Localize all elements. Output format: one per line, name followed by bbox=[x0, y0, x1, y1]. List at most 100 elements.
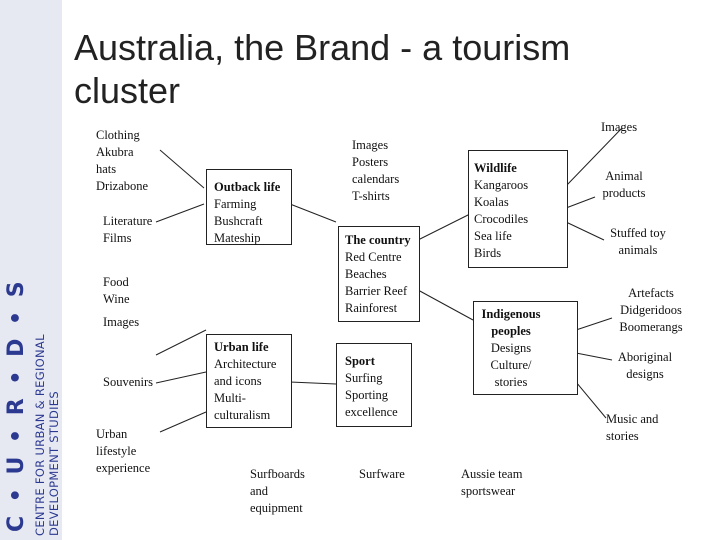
line-urban-lifestyle bbox=[159, 411, 207, 433]
line-country-indigenous bbox=[417, 289, 474, 321]
barrier-reef-label: Barrier Reef bbox=[345, 284, 408, 298]
line-outback-country bbox=[289, 203, 337, 223]
food-node: Food Wine bbox=[103, 274, 130, 308]
country-node: The country Red Centre Beaches Barrier R… bbox=[345, 232, 411, 317]
images-right-label: Images bbox=[601, 120, 638, 134]
line-literature-outback bbox=[155, 203, 205, 223]
line-wildlife-animal bbox=[565, 196, 596, 209]
wildlife-heading: Wildlife bbox=[474, 161, 517, 175]
peoples-heading: peoples bbox=[491, 324, 531, 338]
architecture-label: Architecture bbox=[214, 357, 277, 371]
literature-label: Literature bbox=[103, 214, 153, 228]
hats-label: hats bbox=[96, 162, 117, 176]
kangaroos-label: Kangaroos bbox=[474, 178, 529, 192]
stories-label: stories bbox=[494, 375, 528, 389]
designs-right-label: designs bbox=[626, 367, 664, 381]
designs-label: Designs bbox=[490, 341, 532, 355]
images-left-label: Images bbox=[103, 315, 140, 329]
experience-label: experience bbox=[96, 461, 151, 475]
birds-label: Birds bbox=[474, 246, 502, 260]
crocodiles-label: Crocodiles bbox=[474, 212, 529, 226]
outback-life-heading: Outback life bbox=[214, 180, 281, 194]
boomerangs-label: Boomerangs bbox=[619, 320, 683, 334]
aboriginal-label: Aboriginal bbox=[617, 350, 673, 364]
lifestyle-label: lifestyle bbox=[96, 444, 137, 458]
outback-life-node: Outback life Farming Bushcraft Mateship bbox=[214, 179, 280, 247]
red-centre-label: Red Centre bbox=[345, 250, 402, 264]
and-label: and bbox=[250, 484, 269, 498]
music-and-label: Music and bbox=[606, 412, 659, 426]
artefacts-node: Artefacts Didgeridoos Boomerangs bbox=[612, 285, 690, 336]
calendars-label: calendars bbox=[352, 172, 400, 186]
music-stories-node: Music and stories bbox=[606, 411, 658, 445]
excellence-label: excellence bbox=[345, 405, 398, 419]
wildlife-box bbox=[468, 150, 568, 268]
surfboards-node: Surfboards and equipment bbox=[250, 466, 305, 517]
posters-label: Posters bbox=[352, 155, 389, 169]
koalas-label: Koalas bbox=[474, 195, 509, 209]
didgeridoos-label: Didgeridoos bbox=[620, 303, 682, 317]
souvenirs-node: Souvenirs bbox=[103, 374, 153, 391]
animal-products-node: Animal products bbox=[598, 168, 650, 202]
outback-life-box bbox=[206, 169, 292, 245]
sport-node: Sport Surfing Sporting excellence bbox=[345, 353, 398, 421]
akubra-label: Akubra bbox=[96, 145, 134, 159]
sport-box bbox=[336, 343, 412, 427]
mateship-label: Mateship bbox=[214, 231, 261, 245]
culture-label: Culture/ bbox=[490, 358, 532, 372]
sporting-label: Sporting bbox=[345, 388, 389, 402]
images-left-node: Images bbox=[103, 314, 139, 331]
sea-life-label: Sea life bbox=[474, 229, 512, 243]
line-indigenous-artefacts bbox=[575, 317, 613, 331]
stuffed-toy-node: Stuffed toy animals bbox=[602, 225, 674, 259]
food-label: Food bbox=[103, 275, 129, 289]
wildlife-node: Wildlife Kangaroos Koalas Crocodiles Sea… bbox=[474, 160, 528, 262]
urban-lifestyle-node: Urban lifestyle experience bbox=[96, 426, 150, 477]
page-title: Australia, the Brand - a tourism cluster bbox=[74, 27, 571, 111]
line-wildlife-stuffed bbox=[565, 221, 605, 241]
images-right-node: Images bbox=[601, 119, 637, 136]
line-images-urban bbox=[155, 329, 207, 356]
surfboards-label: Surfboards bbox=[250, 467, 305, 481]
products-label: products bbox=[602, 186, 646, 200]
sportswear-label: sportswear bbox=[461, 484, 516, 498]
images-posters-node: Images Posters calendars T-shirts bbox=[352, 137, 399, 205]
line-souvenirs-urban bbox=[155, 371, 207, 384]
aussie-team-node: Aussie team sportswear bbox=[461, 466, 522, 500]
country-heading: The country bbox=[345, 233, 411, 247]
stuffed-toy-label: Stuffed toy bbox=[610, 226, 666, 240]
line-clothing-outback bbox=[159, 149, 205, 189]
clothing-label: Clothing bbox=[96, 128, 140, 142]
line-country-wildlife bbox=[417, 213, 471, 241]
urban-life-heading: Urban life bbox=[214, 340, 269, 354]
farming-label: Farming bbox=[214, 197, 257, 211]
sidebar-band bbox=[0, 0, 62, 540]
tshirts-label: T-shirts bbox=[352, 189, 390, 203]
animals-label: animals bbox=[618, 243, 658, 257]
souvenirs-label: Souvenirs bbox=[103, 375, 153, 389]
urban-label: Urban bbox=[96, 427, 128, 441]
line-indigenous-aboriginal bbox=[575, 352, 613, 361]
aboriginal-designs-node: Aboriginal designs bbox=[612, 349, 678, 383]
multi-label: Multi- bbox=[214, 391, 246, 405]
urban-life-node: Urban life Architecture and icons Multi-… bbox=[214, 339, 276, 424]
and-icons-label: and icons bbox=[214, 374, 262, 388]
surfware-label: Surfware bbox=[359, 467, 405, 481]
music-stories-label: stories bbox=[606, 429, 639, 443]
equipment-label: equipment bbox=[250, 501, 303, 515]
surfware-node: Surfware bbox=[359, 466, 405, 483]
literature-node: Literature Films bbox=[103, 213, 152, 247]
indigenous-box bbox=[473, 301, 578, 395]
rainforest-label: Rainforest bbox=[345, 301, 398, 315]
artefacts-label: Artefacts bbox=[628, 286, 674, 300]
wine-label: Wine bbox=[103, 292, 130, 306]
images-center-label: Images bbox=[352, 138, 389, 152]
animal-label: Animal bbox=[605, 169, 643, 183]
indigenous-node: Indigenous peoples Designs Culture/ stor… bbox=[476, 306, 546, 391]
culturalism-label: culturalism bbox=[214, 408, 271, 422]
drizabone-label: Drizabone bbox=[96, 179, 149, 193]
beaches-label: Beaches bbox=[345, 267, 387, 281]
clothing-node: Clothing Akubra hats Drizabone bbox=[96, 127, 148, 195]
line-urban-sport bbox=[289, 381, 337, 385]
